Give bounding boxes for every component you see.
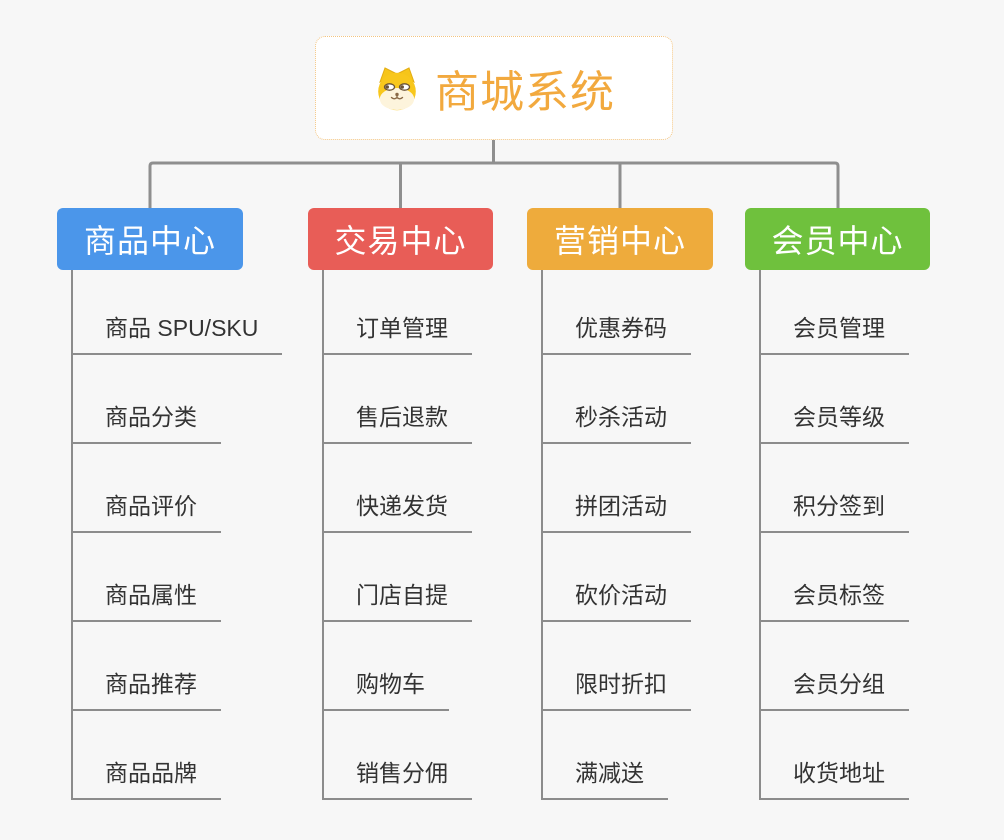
- child-node[interactable]: 拼团活动: [541, 487, 691, 533]
- child-node[interactable]: 限时折扣: [541, 665, 691, 711]
- children-column-trade: 订单管理 售后退款 快递发货 门店自提 购物车 销售分佣: [322, 266, 472, 800]
- child-row: 收货地址: [759, 711, 909, 800]
- child-node[interactable]: 优惠券码: [541, 309, 691, 355]
- child-node[interactable]: 砍价活动: [541, 576, 691, 622]
- child-node[interactable]: 商品 SPU/SKU: [71, 309, 283, 355]
- child-node[interactable]: 商品分类: [71, 398, 221, 444]
- child-row: 秒杀活动: [541, 355, 691, 444]
- child-node[interactable]: 门店自提: [322, 576, 472, 622]
- child-node[interactable]: 会员分组: [759, 665, 909, 711]
- child-node[interactable]: 商品品牌: [71, 754, 221, 800]
- child-node[interactable]: 满减送: [541, 754, 668, 800]
- child-node[interactable]: 积分签到: [759, 487, 909, 533]
- children-column-marketing: 优惠券码 秒杀活动 拼团活动 砍价活动 限时折扣 满减送: [541, 266, 691, 800]
- child-row: 订单管理: [322, 266, 472, 355]
- child-node[interactable]: 会员管理: [759, 309, 909, 355]
- branch-node-member-center[interactable]: 会员中心: [745, 208, 930, 270]
- child-node[interactable]: 会员等级: [759, 398, 909, 444]
- child-row: 优惠券码: [541, 266, 691, 355]
- child-row: 商品评价: [71, 444, 282, 533]
- root-title: 商城系统: [435, 68, 615, 117]
- trunk-line-marketing: [541, 270, 543, 800]
- child-row: 商品推荐: [71, 622, 282, 711]
- child-node[interactable]: 订单管理: [322, 309, 472, 355]
- child-node[interactable]: 收货地址: [759, 754, 909, 800]
- child-row: 商品品牌: [71, 711, 282, 800]
- child-node[interactable]: 会员标签: [759, 576, 909, 622]
- trunk-line-member: [759, 270, 761, 800]
- branch-node-trade-center[interactable]: 交易中心: [308, 208, 493, 270]
- child-row: 限时折扣: [541, 622, 691, 711]
- branch-node-marketing-center[interactable]: 营销中心: [527, 208, 713, 270]
- children-column-product: 商品 SPU/SKU 商品分类 商品评价 商品属性 商品推荐 商品品牌: [71, 266, 283, 800]
- child-row: 商品分类: [71, 355, 282, 444]
- child-node[interactable]: 秒杀活动: [541, 398, 691, 444]
- child-node[interactable]: 销售分佣: [322, 754, 472, 800]
- branch-node-product-center[interactable]: 商品中心: [57, 208, 243, 270]
- child-row: 销售分佣: [322, 711, 472, 800]
- child-node[interactable]: 购物车: [322, 665, 449, 711]
- child-row: 积分签到: [759, 444, 909, 533]
- child-row: 售后退款: [322, 355, 472, 444]
- child-node[interactable]: 商品评价: [71, 487, 221, 533]
- trunk-line-product: [71, 270, 73, 800]
- child-row: 满减送: [541, 711, 691, 800]
- root-node[interactable]: 商城系统: [315, 36, 673, 140]
- child-row: 商品属性: [71, 533, 282, 622]
- child-node[interactable]: 商品推荐: [71, 665, 221, 711]
- child-row: 商品 SPU/SKU: [71, 266, 283, 355]
- child-row: 砍价活动: [541, 533, 691, 622]
- children-column-member: 会员管理 会员等级 积分签到 会员标签 会员分组 收货地址: [759, 266, 909, 800]
- child-node[interactable]: 快递发货: [322, 487, 472, 533]
- dog-face-icon: [373, 65, 421, 111]
- child-row: 会员管理: [759, 266, 909, 355]
- trunk-line-trade: [322, 270, 324, 800]
- child-row: 门店自提: [322, 533, 472, 622]
- child-node[interactable]: 商品属性: [71, 576, 221, 622]
- child-row: 购物车: [322, 622, 472, 711]
- child-row: 会员分组: [759, 622, 909, 711]
- child-row: 会员标签: [759, 533, 909, 622]
- child-row: 拼团活动: [541, 444, 691, 533]
- child-node[interactable]: 售后退款: [322, 398, 472, 444]
- child-row: 会员等级: [759, 355, 909, 444]
- child-row: 快递发货: [322, 444, 472, 533]
